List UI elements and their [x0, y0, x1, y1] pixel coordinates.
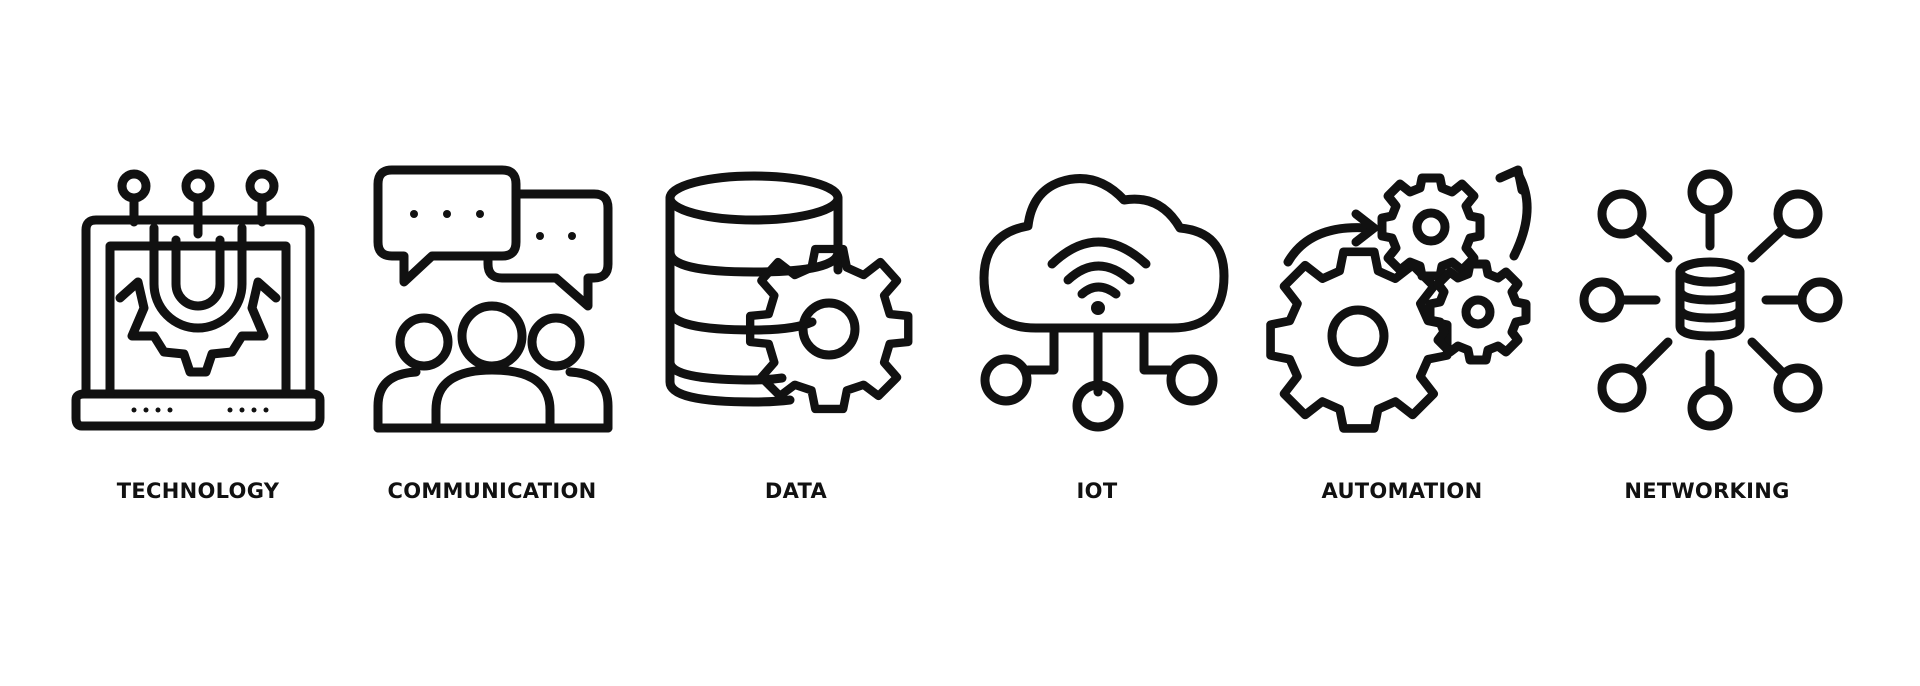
communication-label: COMMUNICATION — [387, 479, 597, 503]
database-network-nodes-icon — [1579, 169, 1844, 431]
automation-label: AUTOMATION — [1321, 479, 1483, 503]
cloud-wifi-nodes-icon — [976, 168, 1230, 432]
data-label: DATA — [764, 479, 828, 503]
database-gear-icon — [664, 170, 930, 426]
people-chat-bubbles-icon — [372, 165, 614, 433]
technology-label: TECHNOLOGY — [116, 479, 280, 503]
laptop-circuit-gear-icon — [71, 158, 325, 431]
iot-label: IOT — [1076, 479, 1118, 503]
networking-label: NETWORKING — [1624, 479, 1790, 503]
gears-arrows-icon — [1266, 164, 1532, 433]
